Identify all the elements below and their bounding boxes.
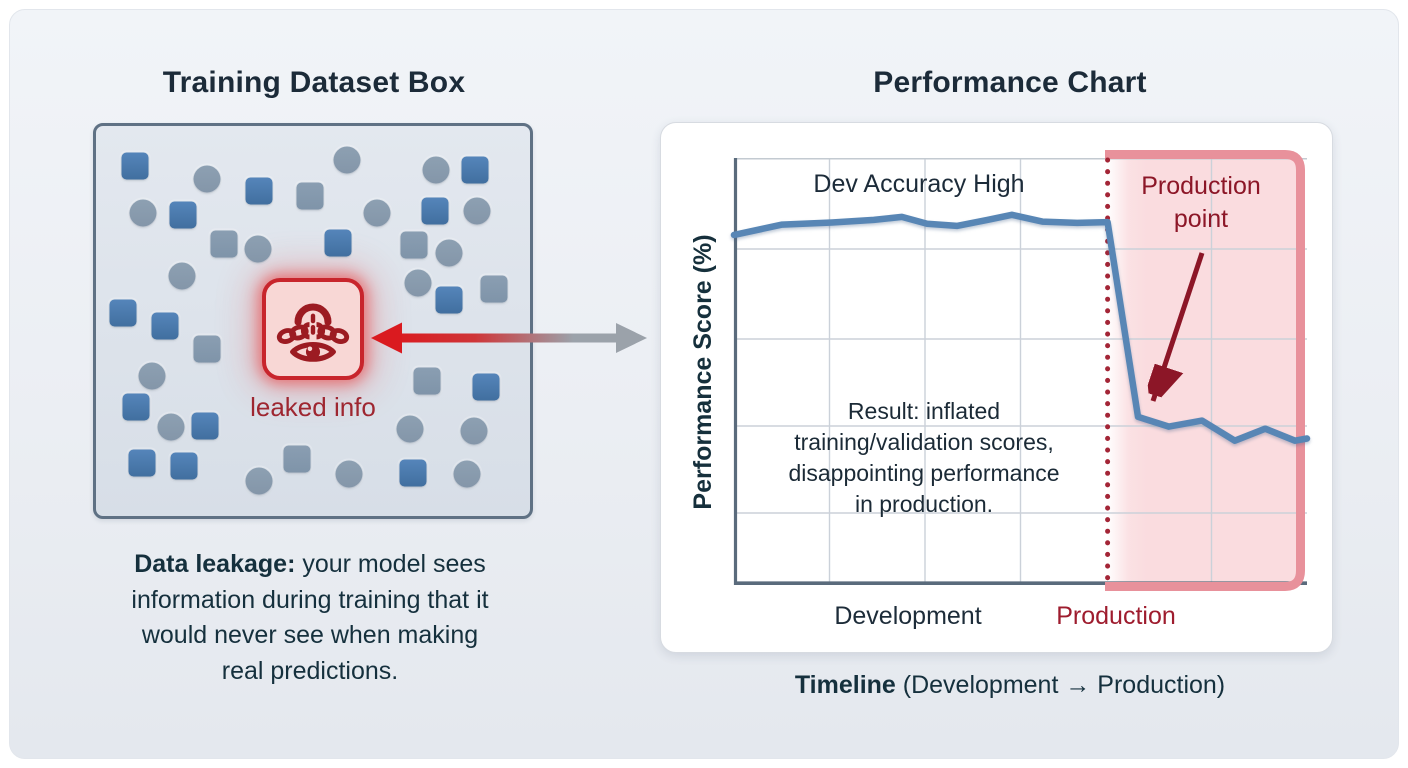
data-point-circle: [138, 362, 166, 390]
data-point-circle: [422, 156, 450, 184]
data-point-circle: [333, 146, 361, 174]
performance-chart-card: Performance Score (%): [660, 122, 1333, 653]
data-point-circle: [244, 235, 272, 263]
timeline-caption: Timeline (Development → Production): [663, 671, 1357, 700]
data-point-square: [296, 182, 324, 210]
data-point-square: [480, 275, 508, 303]
data-point-circle: [404, 269, 432, 297]
data-point-circle: [453, 460, 481, 488]
x-axis-label-development: Development: [834, 602, 982, 630]
x-axis-label-production: Production: [1056, 602, 1176, 630]
data-point-square: [210, 230, 238, 258]
leaked-info-icon-box: [262, 277, 364, 380]
data-point-square: [435, 286, 463, 314]
data-point-square: [413, 367, 441, 395]
dev-accuracy-annotation: Dev Accuracy High: [813, 170, 1025, 198]
performance-line: [730, 211, 1311, 444]
timeline-body: (Development → Production): [895, 671, 1226, 699]
eye-icon: [290, 341, 336, 362]
data-point-circle: [157, 413, 185, 441]
plot-area: Dev Accuracy High Production point Resul…: [730, 150, 1311, 630]
data-point-square: [399, 459, 427, 487]
dataset-box: leaked info: [93, 123, 533, 519]
caption-lead: Data leakage:: [134, 550, 296, 578]
data-point-circle: [129, 199, 157, 227]
data-point-square: [170, 452, 198, 480]
data-point-circle: [168, 262, 196, 290]
data-point-square: [151, 312, 179, 340]
arrow-head-left-icon: [371, 322, 402, 354]
production-shaded-region: [1107, 150, 1305, 591]
data-point-circle: [363, 199, 391, 227]
data-point-circle: [460, 417, 488, 445]
data-leakage-caption: Data leakage: your model sees informatio…: [65, 547, 555, 689]
data-point-circle: [463, 197, 491, 225]
production-point-arrow-icon: [1153, 252, 1205, 402]
data-point-square: [122, 393, 150, 421]
production-region-border: [1105, 150, 1305, 591]
performance-plot-svg: [730, 150, 1311, 591]
data-point-square: [109, 299, 137, 327]
leak-lock-chain-eye-icon: [276, 303, 350, 362]
timeline-lead: Timeline: [794, 671, 896, 699]
leak-connection-arrow: [371, 322, 647, 354]
data-point-circle: [335, 460, 363, 488]
data-point-square: [400, 231, 428, 259]
production-point-annotation: Production point: [1141, 172, 1261, 233]
arrow-head-right-icon: [616, 323, 647, 353]
data-point-square: [324, 229, 352, 257]
data-point-circle: [396, 415, 424, 443]
data-point-square: [472, 373, 500, 401]
data-point-square: [191, 412, 219, 440]
data-point-square: [283, 445, 311, 473]
data-point-square: [169, 201, 197, 229]
data-point-square: [245, 177, 273, 205]
data-point-square: [421, 197, 449, 225]
right-section-title: Performance Chart: [873, 66, 1147, 99]
broken-chain-icon: [276, 321, 350, 344]
leaked-info-label: leaked info: [250, 392, 376, 423]
y-axis-label: Performance Score (%): [689, 234, 717, 510]
data-point-circle: [245, 467, 273, 494]
left-section-title: Training Dataset Box: [162, 66, 466, 99]
data-point-circle: [435, 239, 463, 267]
caption-body: your model sees information during train…: [131, 550, 489, 685]
data-point-square: [193, 335, 221, 363]
data-point-square: [128, 449, 156, 477]
result-annotation: Result: inflated training/validation sco…: [788, 398, 1060, 517]
data-point-square: [461, 156, 489, 184]
data-point-circle: [193, 165, 221, 193]
diagram-canvas: Training Dataset Box: [9, 9, 1399, 759]
data-point-square: [121, 152, 149, 180]
arrow-shaft: [394, 333, 624, 343]
lock-shackle-icon: [294, 303, 332, 326]
